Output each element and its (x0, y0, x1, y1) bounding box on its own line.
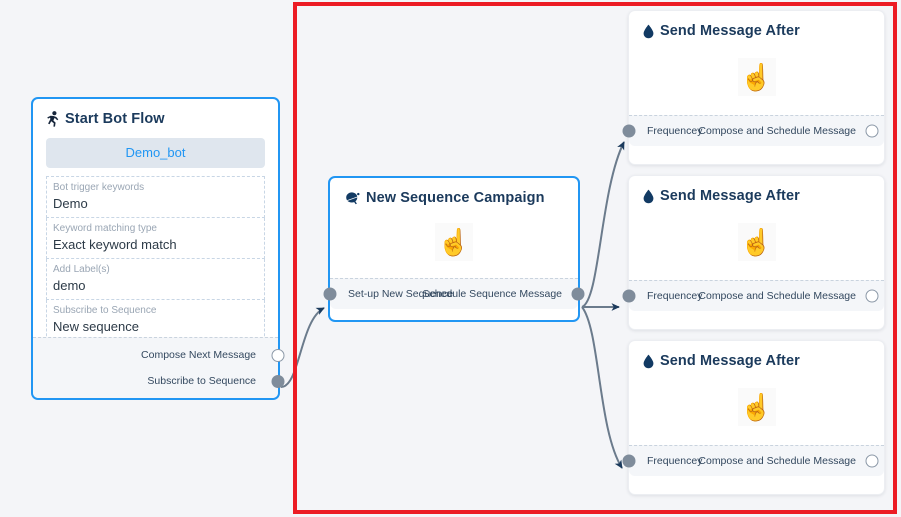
card-cursor-area: ☝ (629, 39, 884, 115)
output-label: Compose and Schedule Message (698, 290, 856, 302)
input-label: Frequencey (647, 290, 703, 302)
start-bot-flow-footer: Compose Next Message Subscribe to Sequen… (33, 337, 285, 398)
node-title-send-message-after: Send Message After (629, 11, 884, 39)
output-port-schedule-sequence-message[interactable] (571, 287, 585, 301)
card-cursor-area: ☝ (629, 369, 884, 445)
output-port-hollow[interactable] (271, 348, 285, 362)
field-label: Subscribe to Sequence (53, 305, 157, 316)
card-cursor-area: ☝ (629, 204, 884, 280)
field-bot-trigger-keywords[interactable]: Bot trigger keywords Demo (46, 176, 265, 218)
input-port-setup-new-sequence[interactable] (323, 287, 337, 301)
port-label: Compose Next Message (141, 349, 256, 361)
node-title-text: Send Message After (660, 23, 800, 39)
output-compose-next-message[interactable]: Compose Next Message (33, 342, 285, 368)
input-port-frequencey[interactable] (622, 454, 636, 468)
card-footer: Frequencey Compose and Schedule Message (622, 280, 884, 311)
output-port-filled[interactable] (271, 374, 285, 388)
output-subscribe-to-sequence[interactable]: Subscribe to Sequence (33, 368, 285, 394)
field-label: Bot trigger keywords (53, 182, 145, 193)
campaign-footer: Set-up New Sequence Schedule Sequence Me… (323, 278, 585, 309)
port-label: Subscribe to Sequence (147, 375, 256, 387)
start-bot-flow-fields: Bot trigger keywords Demo Keyword matchi… (46, 176, 265, 341)
pointing-hand-cursor: ☝ (435, 223, 473, 261)
node-title-new-sequence-campaign: New Sequence Campaign (330, 178, 578, 206)
node-send-message-after-1[interactable]: Send Message After ☝ Frequencey Compose … (622, 10, 885, 165)
output-label: Compose and Schedule Message (698, 455, 856, 467)
hand-glyph: ☝ (740, 62, 773, 92)
node-title-start-bot-flow: Start Bot Flow (33, 99, 278, 127)
bot-name-pill[interactable]: Demo_bot (46, 138, 265, 168)
output-label: Compose and Schedule Message (698, 125, 856, 137)
field-label: Add Label(s) (53, 264, 110, 275)
node-title-text: Start Bot Flow (65, 111, 165, 127)
water-drop-icon (643, 24, 654, 39)
input-port-frequencey[interactable] (622, 124, 636, 138)
node-send-message-after-3[interactable]: Send Message After ☝ Frequencey Compose … (622, 340, 885, 495)
edge-campaign-to-card1 (581, 141, 625, 308)
node-title-text: New Sequence Campaign (366, 190, 545, 206)
hand-glyph: ☝ (740, 227, 773, 257)
node-title-send-message-after: Send Message After (629, 341, 884, 369)
field-value: demo (53, 278, 86, 293)
card-footer: Frequencey Compose and Schedule Message (622, 445, 884, 476)
input-port-frequencey[interactable] (622, 289, 636, 303)
pointing-hand-cursor: ☝ (737, 388, 776, 426)
water-drop-icon (643, 189, 654, 204)
hand-glyph: ☝ (740, 392, 773, 422)
node-title-send-message-after: Send Message After (629, 176, 884, 204)
edge-start-to-campaign (280, 307, 325, 388)
edge-campaign-to-card3 (581, 306, 623, 469)
node-start-bot-flow[interactable]: Start Bot Flow Demo_bot Bot trigger keyw… (31, 97, 285, 400)
field-label: Keyword matching type (53, 223, 157, 234)
node-title-text: Send Message After (660, 353, 800, 369)
node-title-text: Send Message After (660, 188, 800, 204)
field-add-labels[interactable]: Add Label(s) demo (46, 259, 265, 300)
output-port-compose-and-schedule-message[interactable] (865, 289, 879, 303)
field-subscribe-to-sequence[interactable]: Subscribe to Sequence New sequence (46, 300, 265, 341)
node-send-message-after-2[interactable]: Send Message After ☝ Frequencey Compose … (622, 175, 885, 330)
input-label: Frequencey (647, 455, 703, 467)
running-person-icon (47, 111, 59, 127)
field-keyword-matching-type[interactable]: Keyword matching type Exact keyword matc… (46, 218, 265, 259)
input-label: Set-up New Sequence (348, 288, 454, 300)
field-value: New sequence (53, 319, 139, 334)
campaign-megaphone-icon (344, 191, 360, 205)
water-drop-icon (643, 354, 654, 369)
hand-glyph: ☝ (437, 227, 471, 257)
pointing-hand-cursor: ☝ (737, 58, 776, 96)
output-port-compose-and-schedule-message[interactable] (865, 124, 879, 138)
input-label: Frequencey (647, 125, 703, 137)
node-new-sequence-campaign[interactable]: New Sequence Campaign ☝ Set-up New Seque… (323, 176, 585, 322)
campaign-cursor-area: ☝ (330, 206, 578, 278)
output-label: Schedule Sequence Message (422, 288, 562, 300)
output-port-compose-and-schedule-message[interactable] (865, 454, 879, 468)
card-footer: Frequencey Compose and Schedule Message (622, 115, 884, 146)
pointing-hand-cursor: ☝ (737, 223, 776, 261)
field-value: Demo (53, 196, 88, 211)
field-value: Exact keyword match (53, 237, 177, 252)
